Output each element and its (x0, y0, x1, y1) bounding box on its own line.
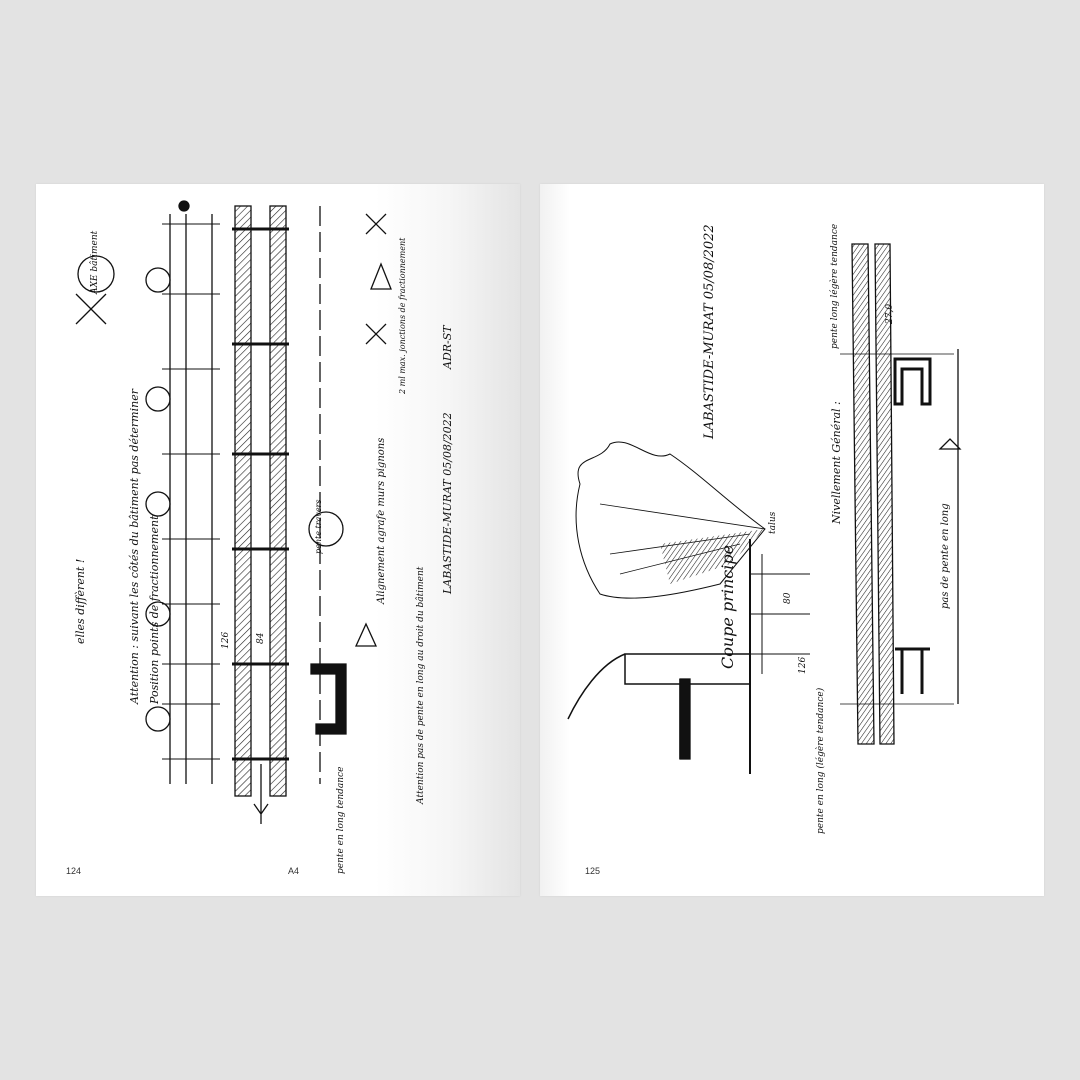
page-number: 125 (585, 866, 601, 876)
dim-b: 84 (256, 632, 266, 644)
page-number: 124 (66, 866, 82, 876)
dim-a: 80 (783, 592, 793, 604)
slope-long: pente en long tendance (336, 766, 346, 874)
site-plan-sketch (75, 200, 392, 824)
axis-label: AXE bâtiment (90, 230, 100, 294)
note-positions: Position points de fractionnement (148, 515, 161, 705)
dim-c: 27,0 (885, 303, 895, 324)
embankment-label: talus (768, 511, 778, 534)
no-slope: pas de pente en long (940, 503, 951, 609)
section-sketch (567, 243, 962, 774)
slope-left: pente en long (légère tendance) (816, 687, 826, 834)
alignment-note: Alignement agrafe murs pignons (376, 437, 387, 604)
place-date: LABASTIDE-MURAT 05/08/2022 (441, 412, 454, 594)
levelling-label: Nivellement Général : (830, 401, 843, 524)
joints-note: 2 ml max. jonctions de fractionnement (398, 237, 407, 394)
warning-slope: Attention pas de pente en long au droit … (416, 566, 426, 804)
ref: ADR-ST (441, 325, 454, 369)
section-title: Coupe principe (718, 544, 737, 669)
dim-b: 126 (798, 656, 808, 674)
right-page: LABASTIDE-MURAT 05/08/2022 Coupe princip… (540, 184, 1044, 896)
dim-a: 126 (221, 631, 231, 649)
running-label: A4 (288, 866, 300, 876)
slope-cross: pente travers (314, 499, 323, 555)
left-page: Attention : suivant les côtés du bâtimen… (36, 184, 520, 896)
note-differ: elles diffèrent ! (74, 558, 87, 644)
place-date: LABASTIDE-MURAT 05/08/2022 (702, 224, 717, 439)
note-main: Attention : suivant les côtés du bâtimen… (128, 389, 141, 704)
slope-right: pente long légère tendance (830, 223, 840, 349)
